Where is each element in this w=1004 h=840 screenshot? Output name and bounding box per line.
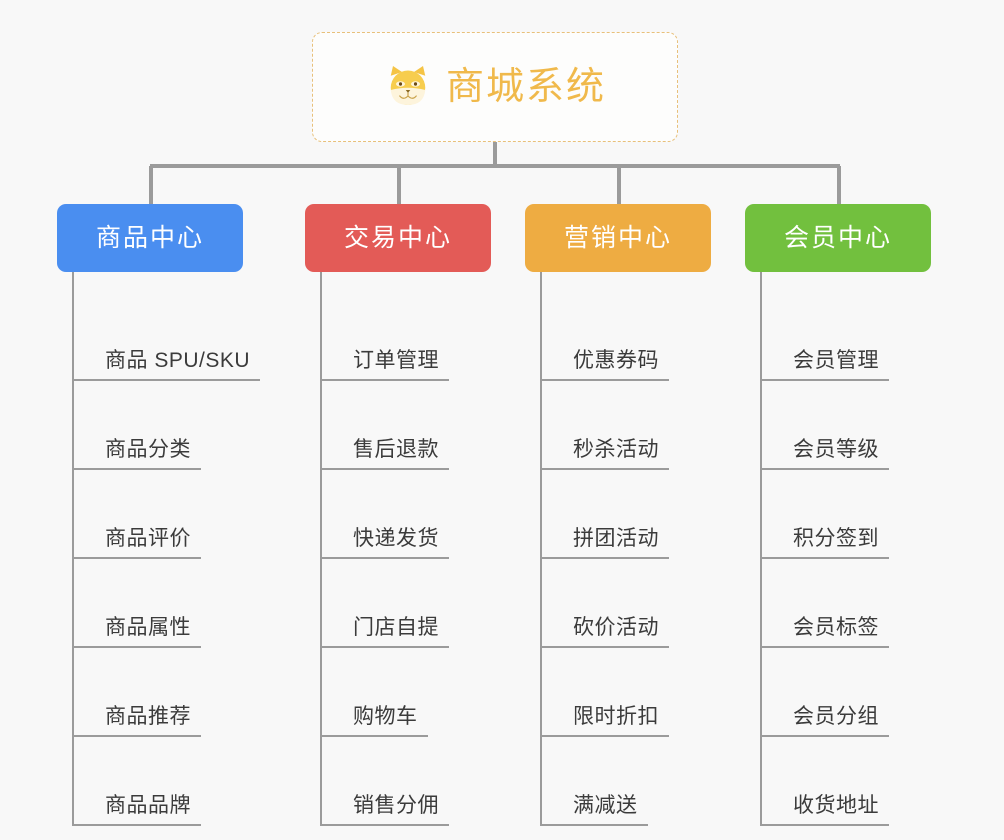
list-item[interactable]: 商品推荐 xyxy=(72,648,201,737)
item-label: 商品推荐 xyxy=(105,704,191,728)
item-label: 商品分类 xyxy=(105,437,191,461)
root-title: 商城系统 xyxy=(445,66,606,108)
item-label: 会员标签 xyxy=(793,615,879,639)
list-item[interactable]: 商品品牌 xyxy=(72,737,201,826)
item-label: 拼团活动 xyxy=(573,526,659,550)
category-header-1[interactable]: 交易中心 xyxy=(305,204,491,272)
item-list-3: 会员管理 会员等级 积分签到 会员标签 会员分组 收货地址 xyxy=(760,272,945,826)
item-label: 收货地址 xyxy=(793,793,879,817)
item-label: 限时折扣 xyxy=(573,704,659,728)
list-item[interactable]: 销售分佣 xyxy=(320,737,449,826)
list-item[interactable]: 商品分类 xyxy=(72,381,201,470)
item-label: 订单管理 xyxy=(353,348,439,372)
category-label-2: 营销中心 xyxy=(563,223,672,252)
item-label: 门店自提 xyxy=(353,615,439,639)
category-label-3: 会员中心 xyxy=(783,223,892,252)
list-item[interactable]: 优惠券码 xyxy=(540,292,669,381)
branch-column-1: 交易中心 订单管理 售后退款 快递发货 门店自提 购物车 销售分佣 xyxy=(305,204,505,826)
item-label: 售后退款 xyxy=(353,437,439,461)
list-item[interactable]: 门店自提 xyxy=(320,559,449,648)
list-item[interactable]: 订单管理 xyxy=(320,292,449,381)
item-label: 积分签到 xyxy=(793,526,879,550)
item-label: 会员等级 xyxy=(793,437,879,461)
list-item[interactable]: 商品属性 xyxy=(72,559,201,648)
item-list-2: 优惠券码 秒杀活动 拼团活动 砍价活动 限时折扣 满减送 xyxy=(540,272,725,826)
item-label: 优惠券码 xyxy=(573,348,659,372)
list-item[interactable]: 拼团活动 xyxy=(540,470,669,559)
category-label-1: 交易中心 xyxy=(343,223,452,252)
category-header-2[interactable]: 营销中心 xyxy=(525,204,711,272)
list-item[interactable]: 会员等级 xyxy=(760,381,889,470)
list-item[interactable]: 会员管理 xyxy=(760,292,889,381)
list-item[interactable]: 快递发货 xyxy=(320,470,449,559)
item-label: 会员分组 xyxy=(793,704,879,728)
item-label: 满减送 xyxy=(573,793,638,817)
root-node[interactable]: 商城系统 xyxy=(312,32,678,142)
item-label: 商品品牌 xyxy=(105,793,191,817)
list-item[interactable]: 限时折扣 xyxy=(540,648,669,737)
list-item[interactable]: 收货地址 xyxy=(760,737,889,826)
item-label: 销售分佣 xyxy=(353,793,439,817)
category-header-3[interactable]: 会员中心 xyxy=(745,204,931,272)
list-item[interactable]: 秒杀活动 xyxy=(540,381,669,470)
item-list-0: 商品 SPU/SKU 商品分类 商品评价 商品属性 商品推荐 商品品牌 xyxy=(72,272,261,826)
list-item[interactable]: 商品评价 xyxy=(72,470,201,559)
item-label: 砍价活动 xyxy=(573,615,659,639)
branch-column-3: 会员中心 会员管理 会员等级 积分签到 会员标签 会员分组 收货地址 xyxy=(745,204,945,826)
list-item[interactable]: 会员标签 xyxy=(760,559,889,648)
category-header-0[interactable]: 商品中心 xyxy=(57,204,243,272)
item-list-1: 订单管理 售后退款 快递发货 门店自提 购物车 销售分佣 xyxy=(320,272,505,826)
list-item[interactable]: 砍价活动 xyxy=(540,559,669,648)
list-item[interactable]: 购物车 xyxy=(320,648,428,737)
list-item[interactable]: 积分签到 xyxy=(760,470,889,559)
list-item[interactable]: 会员分组 xyxy=(760,648,889,737)
list-item[interactable]: 商品 SPU/SKU xyxy=(72,292,261,381)
item-label: 快递发货 xyxy=(353,526,439,550)
branch-column-2: 营销中心 优惠券码 秒杀活动 拼团活动 砍价活动 限时折扣 满减送 xyxy=(525,204,725,826)
list-item[interactable]: 满减送 xyxy=(540,737,648,826)
item-label: 购物车 xyxy=(353,704,418,728)
item-label: 会员管理 xyxy=(793,348,879,372)
list-item[interactable]: 售后退款 xyxy=(320,381,449,470)
category-label-0: 商品中心 xyxy=(95,223,204,252)
item-label: 商品评价 xyxy=(105,526,191,550)
branch-column-0: 商品中心 商品 SPU/SKU 商品分类 商品评价 商品属性 商品推荐 商品品牌 xyxy=(57,204,261,826)
item-label: 商品属性 xyxy=(105,615,191,639)
item-label: 商品 SPU/SKU xyxy=(105,348,251,372)
shiba-dog-icon xyxy=(390,66,426,105)
item-label: 秒杀活动 xyxy=(573,437,659,461)
